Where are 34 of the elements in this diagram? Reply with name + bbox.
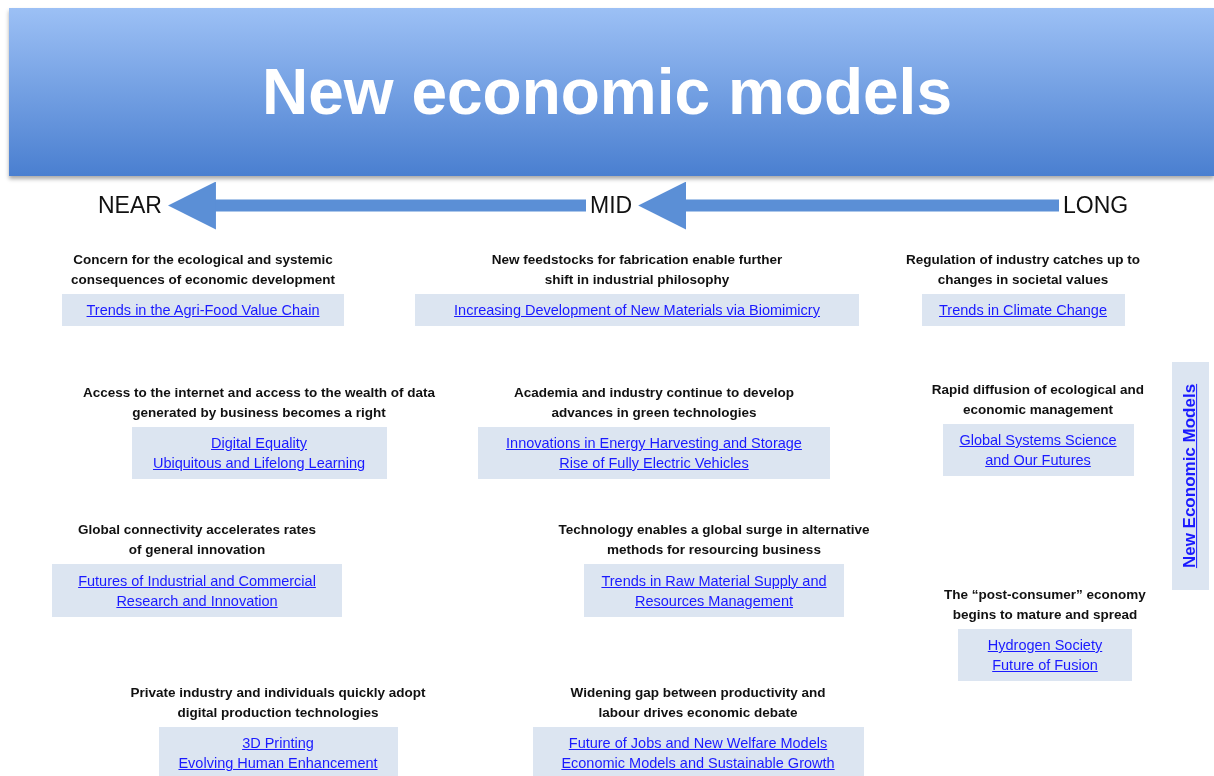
topic-link: Trends in the Agri-Food Value Chain xyxy=(86,301,320,320)
topic-link: Future of Jobs and New Welfare Models xyxy=(568,734,828,753)
trend-heading: Rapid diffusion of ecological and economic management xyxy=(930,381,1146,419)
topic-link: Trends in Raw Material Supply and Resources Management xyxy=(600,571,828,611)
topic-link: Increasing Development of New Materials via Biomimicry xyxy=(454,301,820,320)
topic-link: Rise of Fully Electric Vehicles xyxy=(559,454,749,473)
trend-heading: Regulation of industry catches up to changes in societal values xyxy=(905,251,1141,289)
arrow xyxy=(167,181,586,230)
trend-heading: New feedstocks for fabrication enable further shift in industrial philosophy xyxy=(490,251,784,289)
trend-heading: Widening gap between productivity and labour drives economic debate xyxy=(569,684,827,722)
trend-heading: Private industry and individuals quickly adopt digital production technologies xyxy=(129,684,427,722)
topic-link: 3D Printing xyxy=(242,734,314,753)
topic-link: Future of Fusion xyxy=(992,656,1098,675)
trend-heading: Global connectivity accelerates rates of general innovation xyxy=(77,521,317,559)
side-tab: New Economic Models xyxy=(1172,362,1209,590)
horizon-label: NEAR xyxy=(98,192,162,219)
topic-link: Hydrogen Society xyxy=(987,636,1103,655)
trend-heading: Access to the internet and access to the wealth of data generated by business becomes a right xyxy=(82,384,436,422)
trend-heading: Technology enables a global surge in alternative methods for resourcing business xyxy=(557,521,871,559)
trend-heading: Academia and industry continue to develop advances in green technologies xyxy=(513,384,795,422)
title: New economic models xyxy=(261,55,953,130)
trend-heading: Concern for the ecological and systemic consequences of economic development xyxy=(69,251,337,289)
topic-link: Innovations in Energy Harvesting and Storage xyxy=(506,434,802,453)
trend-heading: The “post-consumer” economy begins to mature and spread xyxy=(943,586,1147,624)
topic-link: Futures of Industrial and Commercial Research and Innovation xyxy=(77,571,317,611)
horizon-label: LONG xyxy=(1063,192,1129,219)
topic-link: Digital Equality xyxy=(211,434,307,453)
arrow xyxy=(638,181,1059,230)
topic-link: Ubiquitous and Lifelong Learning xyxy=(153,454,365,473)
topic-link: Global Systems Science and Our Futures xyxy=(958,431,1118,470)
topic-link: Trends in Climate Change xyxy=(939,301,1107,320)
topic-link: Economic Models and Sustainable Growth xyxy=(561,754,835,773)
horizon-label: MID xyxy=(590,192,633,219)
topic-link: Evolving Human Enhancement xyxy=(178,754,378,773)
